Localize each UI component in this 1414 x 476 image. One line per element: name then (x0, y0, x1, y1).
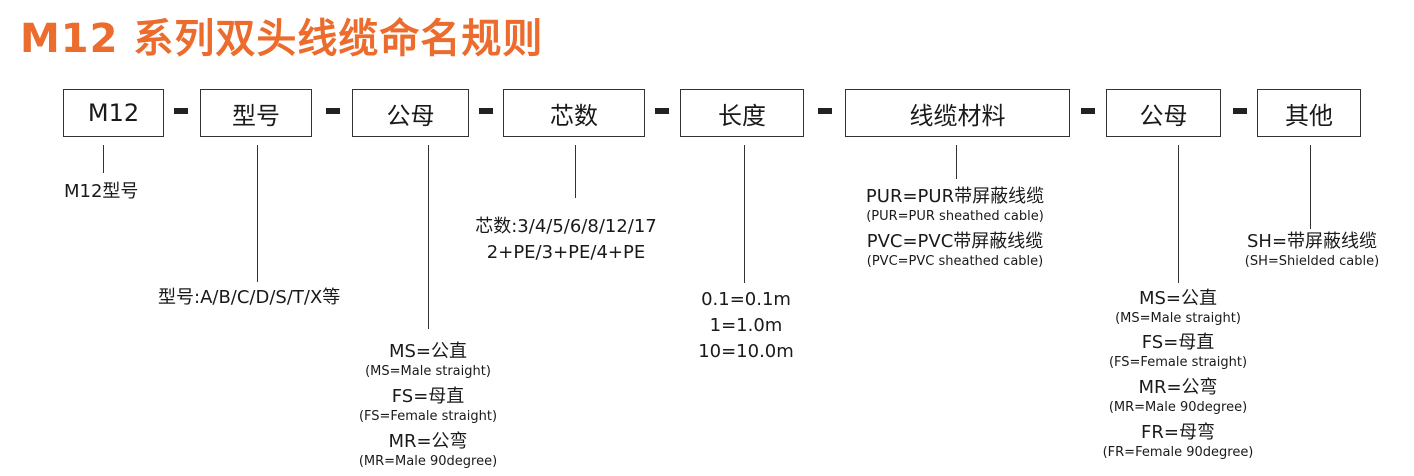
desc-length-line: 10=10.0m (698, 341, 794, 362)
desc-material-sub: (PVC=PVC sheathed cable) (866, 254, 1044, 269)
connector-line (1310, 145, 1311, 229)
desc-m12: M12型号 (64, 181, 139, 202)
desc-length-line: 1=1.0m (709, 315, 783, 336)
box-length: 长度 (680, 89, 804, 137)
separator-dash (1233, 108, 1247, 114)
desc-gender-sub: (FS=Female straight) (1108, 355, 1248, 370)
connector-line (103, 145, 104, 173)
connector-line (744, 145, 745, 283)
connector-line (257, 145, 258, 282)
desc-cores-line: 芯数:3/4/5/6/8/12/17 (475, 216, 657, 237)
desc-gender-main: FR=母弯 (1141, 422, 1215, 443)
desc-gender-sub: (FR=Female 90degree) (1102, 445, 1254, 460)
box-gender-1: 公母 (352, 89, 469, 137)
desc-cores-line: 2+PE/3+PE/4+PE (486, 242, 646, 263)
desc-other-main: SH=带屏蔽线缆 (1246, 231, 1378, 252)
box-cores: 芯数 (503, 89, 645, 137)
desc-model: 型号:A/B/C/D/S/T/X等 (158, 287, 341, 308)
desc-material-main: PUR=PUR带屏蔽线缆 (865, 186, 1045, 207)
desc-material-sub: (PUR=PUR sheathed cable) (866, 209, 1044, 224)
desc-gender-main: MR=公弯 (388, 431, 468, 452)
connector-line (956, 145, 957, 179)
separator-dash (326, 108, 340, 114)
box-gender-2: 公母 (1106, 89, 1221, 137)
connector-line (575, 145, 576, 198)
box-m12: M12 (63, 89, 164, 137)
separator-dash (174, 108, 188, 114)
desc-gender-sub: (MR=Male 90degree) (358, 454, 498, 469)
box-other: 其他 (1257, 89, 1361, 137)
separator-dash (1081, 108, 1095, 114)
desc-gender-main: FS=母直 (1141, 332, 1215, 353)
separator-dash (479, 108, 493, 114)
box-model: 型号 (200, 89, 312, 137)
desc-other-sub: (SH=Shielded cable) (1244, 254, 1380, 269)
desc-material-main: PVC=PVC带屏蔽线缆 (866, 231, 1044, 252)
desc-gender-sub: (MS=Male straight) (365, 364, 491, 379)
desc-gender-sub: (MR=Male 90degree) (1108, 400, 1248, 415)
connector-line (1178, 145, 1179, 283)
desc-length-line: 0.1=0.1m (701, 289, 791, 310)
page-title: M12 系列双头线缆命名规则 (20, 16, 544, 62)
box-cable-material: 线缆材料 (845, 89, 1070, 137)
desc-gender-sub: (FS=Female straight) (358, 409, 498, 424)
desc-gender-main: MS=公直 (1138, 288, 1218, 309)
separator-dash (655, 108, 669, 114)
desc-gender-main: MR=公弯 (1138, 377, 1218, 398)
desc-gender-main: FS=母直 (391, 386, 465, 407)
desc-gender-sub: (MS=Male straight) (1115, 311, 1241, 326)
desc-gender-main: MS=公直 (388, 341, 468, 362)
separator-dash (818, 108, 832, 114)
connector-line (428, 145, 429, 329)
